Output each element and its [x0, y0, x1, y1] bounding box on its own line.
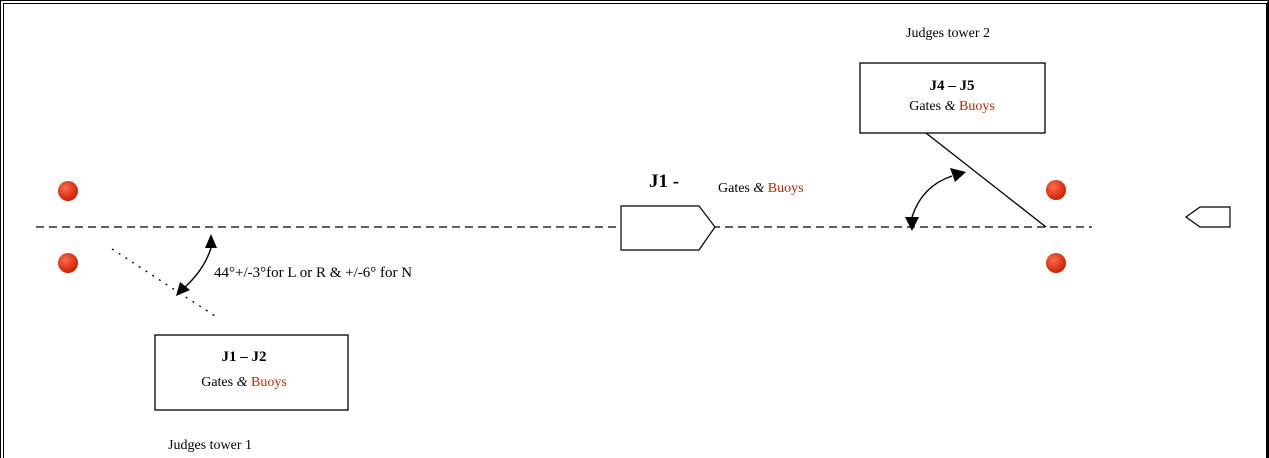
curved-double-arrow-icon	[183, 247, 212, 289]
tower-1-box-title: J1 – J2	[222, 349, 267, 365]
buoy-icon	[58, 253, 78, 273]
boat-icon	[620, 205, 716, 251]
tower-2-caption: Judges tower 2	[906, 26, 990, 41]
judges-box-tower-2	[859, 62, 1046, 134]
sight-line-tower-2	[925, 132, 1047, 228]
center-label-title: J1 -	[649, 171, 679, 192]
buoy-icon	[58, 181, 78, 201]
buoy-icon	[1046, 253, 1066, 273]
arrowhead-right	[950, 168, 966, 182]
judges-box-tower-1	[154, 334, 349, 411]
buoy-icon	[1046, 180, 1066, 200]
curved-double-arrow-icon	[911, 175, 953, 218]
sight-line-tower-1	[111, 248, 219, 319]
arrowhead-down-left	[176, 282, 190, 296]
tower-1-box-subtitle: Gates & Buoys	[201, 375, 287, 390]
tower-2-box-title: J4 – J5	[930, 78, 975, 94]
tower-1-caption: Judges tower 1	[168, 438, 252, 453]
center-label-subtitle: Gates & Buoys	[718, 181, 804, 196]
boat-icon	[1184, 206, 1231, 228]
arrowhead-up	[205, 234, 217, 248]
arrowhead-down	[905, 217, 919, 231]
angle-tolerance-note: 44°+/-3°for L or R & +/-6° for N	[214, 265, 412, 281]
tower-2-box-subtitle: Gates & Buoys	[909, 99, 995, 114]
